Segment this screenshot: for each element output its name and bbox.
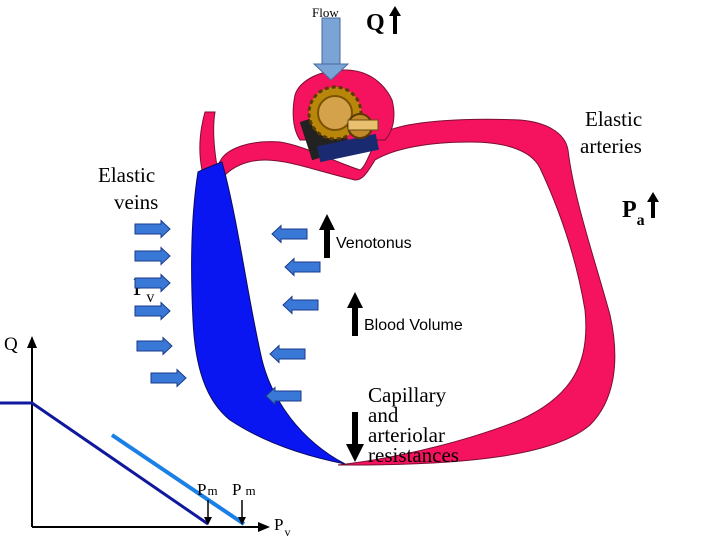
pv-subscript: v [146, 289, 154, 306]
right-arrow-icon [136, 336, 173, 356]
left-arrow-icon [265, 386, 302, 406]
resistance-down-arrow-icon [346, 412, 364, 462]
q-top-label: Q [366, 10, 385, 36]
pm1-marker-arrow-icon [204, 517, 212, 525]
elastic-veins-label-2: veins [114, 190, 158, 214]
right-arrow-icon [134, 301, 171, 321]
q-up-arrow-icon [389, 6, 401, 34]
pm2-marker-arrow-icon [238, 517, 246, 525]
capillary-label-3: arteriolar [368, 423, 445, 447]
blood-volume-label: Blood Volume [364, 317, 463, 334]
elastic-veins-label-1: Elastic [98, 163, 155, 187]
flow-label: Flow [312, 5, 339, 20]
venotonus-up-arrow-icon [319, 214, 335, 258]
pa-subscript: a [637, 212, 645, 229]
graph-q-label: Q [4, 334, 18, 355]
arteries-shape [199, 111, 616, 466]
capillary-label-4: resistances [368, 443, 459, 467]
blood-volume-up-arrow-icon [347, 292, 363, 336]
capillary-label-2: and [368, 403, 399, 427]
graph-pv-subscript: v [284, 525, 290, 539]
flow-arrow [312, 17, 350, 81]
veins-shape [191, 161, 346, 465]
graph-pm1-label: Pm [197, 480, 218, 499]
graph-pm2-subscript: m [245, 483, 255, 498]
left-arrow-icon [269, 344, 306, 364]
left-arrow-icon [284, 257, 321, 277]
graph-y-axis-arrow-icon [27, 336, 37, 348]
elastic-arteries-label-1: Elastic [585, 107, 642, 131]
right-arrow-icon [134, 219, 171, 239]
pa-up-arrow-icon [647, 192, 659, 218]
graph-pm1-subscript: m [207, 483, 217, 498]
graph-pv-label: Pv [274, 515, 290, 539]
left-arrow-icon [282, 295, 319, 315]
right-arrow-icon [134, 273, 171, 293]
right-arrows-group [134, 219, 187, 388]
pq-graph [0, 336, 270, 532]
elastic-arteries-label-2: arteries [580, 134, 642, 158]
venous-return-curve-baseline [0, 401, 209, 526]
left-arrow-icon [271, 224, 308, 244]
left-arrows-group [265, 224, 321, 406]
right-arrow-icon [150, 368, 187, 388]
venous-return-curve-shifted [110, 433, 246, 526]
pump-gear-icon [299, 85, 380, 163]
venotonus-label: Venotonus [336, 235, 412, 252]
pa-label: Pa [622, 197, 645, 229]
right-arrow-icon [134, 246, 171, 266]
graph-x-axis-arrow-icon [258, 522, 270, 532]
capillary-label-1: Capillary [368, 383, 447, 407]
